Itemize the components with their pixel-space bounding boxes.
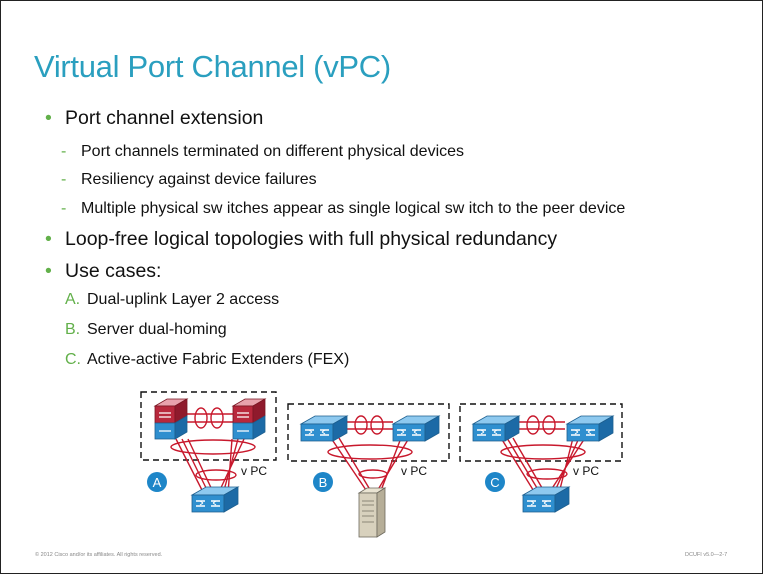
vpc-links — [327, 415, 413, 494]
switch-icon — [566, 415, 614, 442]
access-switch-icon — [191, 486, 239, 513]
badge-label: C — [490, 475, 499, 490]
slide-title: Virtual Port Channel (vPC) — [34, 49, 391, 84]
vpc-label: v PC — [573, 464, 599, 478]
bullet-dot-icon: • — [45, 260, 52, 282]
panel-b-server-dual-homing: v PC B — [287, 403, 450, 538]
copyright-footer: © 2012 Cisco and/or its affiliates. All … — [35, 552, 163, 558]
bullet-text: Port channel extension — [65, 107, 264, 129]
bullet-dot-icon: • — [45, 107, 52, 129]
switch-icon — [300, 415, 348, 442]
vpc-label: v PC — [401, 464, 427, 478]
vpc-domain-box — [459, 403, 623, 462]
use-case-text: Dual-uplink Layer 2 access — [87, 291, 280, 308]
use-case-a: A. Dual-uplink Layer 2 access — [61, 291, 279, 309]
bullet-port-channel-extension: • Port channel extension — [45, 107, 263, 130]
vpc-domain-box — [140, 391, 277, 461]
fex-icon — [522, 486, 570, 513]
panel-a-vpc-access: v PC A — [140, 391, 277, 513]
sub-bullet-text: Resiliency against device failures — [81, 171, 317, 188]
sub-bullet-single-logical-switch: -Multiple physical sw itches appear as s… — [61, 200, 625, 218]
panel-c-active-active-fex: v PC C — [459, 403, 623, 513]
core-switch-icon — [232, 398, 266, 440]
bullet-dot-icon: • — [45, 228, 52, 250]
vpc-links — [500, 415, 586, 494]
switch-icon — [472, 415, 520, 442]
badge-label: B — [319, 475, 328, 490]
use-case-letter: A. — [65, 291, 81, 308]
dash-icon: - — [61, 200, 67, 217]
use-case-letter: B. — [65, 321, 81, 338]
badge-label: A — [153, 475, 162, 490]
use-case-text: Server dual-homing — [87, 321, 227, 338]
dash-icon: - — [61, 171, 67, 188]
sub-bullet-text: Multiple physical sw itches appear as si… — [81, 200, 626, 217]
use-case-c: C. Active-active Fabric Extenders (FEX) — [61, 351, 349, 369]
sub-bullet-terminated: -Port channels terminated on different p… — [61, 143, 464, 161]
slide-id-footer: DCUFI v5.0—2-7 — [685, 552, 728, 558]
use-case-text: Active-active Fabric Extenders (FEX) — [87, 351, 350, 368]
badge-c — [485, 472, 505, 492]
dash-icon: - — [61, 143, 67, 160]
bullet-loop-free: • Loop-free logical topologies with full … — [45, 228, 557, 251]
sub-bullet-resiliency: -Resiliency against device failures — [61, 171, 317, 189]
sub-bullet-text: Port channels terminated on different ph… — [81, 143, 465, 160]
bullet-text: Loop-free logical topologies with full p… — [65, 228, 558, 250]
vpc-links — [170, 407, 256, 495]
switch-icon — [392, 415, 440, 442]
badge-b — [313, 472, 333, 492]
use-case-letter: C. — [65, 351, 81, 368]
bullet-text: Use cases: — [65, 260, 162, 282]
use-case-b: B. Server dual-homing — [61, 321, 227, 339]
badge-a — [147, 472, 167, 492]
server-icon — [357, 487, 387, 538]
vpc-domain-box — [287, 403, 450, 462]
bullet-use-cases: • Use cases: — [45, 260, 161, 283]
vpc-label: v PC — [241, 464, 267, 478]
core-switch-icon — [154, 398, 188, 440]
